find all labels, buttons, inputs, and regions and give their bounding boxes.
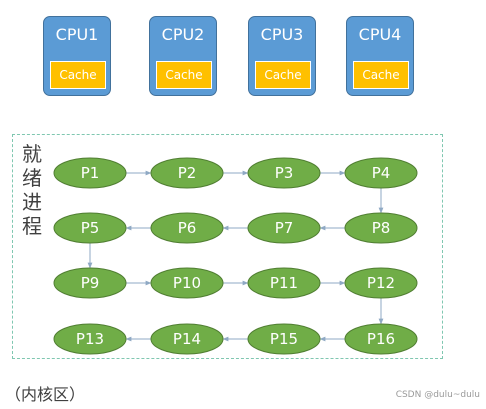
process-label: P16 <box>367 330 395 348</box>
process-ellipse <box>247 267 321 299</box>
arrows-layer <box>87 170 384 342</box>
cpu-4: CPU4 Cache <box>346 16 414 96</box>
cpu-label: CPU4 <box>358 25 402 44</box>
ready-process-label: 就 绪 进 程 <box>22 142 44 238</box>
process-label: P8 <box>372 219 391 237</box>
cpu-label: CPU2 <box>161 25 205 44</box>
process-label: P1 <box>81 164 100 182</box>
process-label: P11 <box>270 274 298 292</box>
process-node: P7 <box>247 212 321 244</box>
cache-block: Cache <box>255 61 311 89</box>
ready-label-char: 程 <box>22 214 42 238</box>
process-ellipse <box>247 212 321 244</box>
process-node: P12 <box>344 267 418 299</box>
cache-block: Cache <box>353 61 409 89</box>
process-node: P10 <box>150 267 224 299</box>
process-node: P11 <box>247 267 321 299</box>
process-node: P13 <box>53 323 127 355</box>
cpu-label: CPU3 <box>260 25 304 44</box>
process-node: P9 <box>53 267 127 299</box>
process-node: P16 <box>344 323 418 355</box>
cpu-2: CPU2 Cache <box>149 16 217 96</box>
cache-block: Cache <box>156 61 212 89</box>
process-ellipse <box>53 157 127 189</box>
ready-label-char: 就 <box>22 142 42 166</box>
ready-process-region <box>12 134 443 359</box>
process-ellipse <box>150 157 224 189</box>
process-label: P9 <box>81 274 100 292</box>
watermark: CSDN @dulu~dulu <box>395 390 480 400</box>
process-ellipse <box>150 267 224 299</box>
process-node: P2 <box>150 157 224 189</box>
cpu-3: CPU3 Cache <box>248 16 316 96</box>
process-label: P12 <box>367 274 395 292</box>
process-label: P7 <box>275 219 294 237</box>
ready-label-char: 进 <box>22 190 42 214</box>
process-ellipse <box>150 323 224 355</box>
ready-label-char: 绪 <box>22 166 42 190</box>
process-ellipse <box>53 267 127 299</box>
process-label: P4 <box>372 164 391 182</box>
kernel-area-label: （内核区） <box>5 385 86 404</box>
cpu-1: CPU1 Cache <box>43 16 111 96</box>
process-label: P3 <box>275 164 294 182</box>
process-node: P15 <box>247 323 321 355</box>
process-ellipse <box>247 157 321 189</box>
process-node: P6 <box>150 212 224 244</box>
process-label: P15 <box>270 330 298 348</box>
process-label: P2 <box>178 164 197 182</box>
process-label: P14 <box>173 330 201 348</box>
process-node: P5 <box>53 212 127 244</box>
process-node: P1 <box>53 157 127 189</box>
process-label: P10 <box>173 274 201 292</box>
process-node: P4 <box>344 157 418 189</box>
cache-block: Cache <box>50 61 106 89</box>
process-ellipse <box>344 267 418 299</box>
process-ellipse <box>344 323 418 355</box>
process-label: P5 <box>81 219 100 237</box>
process-node: P14 <box>150 323 224 355</box>
process-ellipse <box>150 212 224 244</box>
process-ellipse <box>53 323 127 355</box>
process-node: P8 <box>344 212 418 244</box>
process-ellipse <box>344 212 418 244</box>
process-label: P13 <box>76 330 104 348</box>
cpu-label: CPU1 <box>55 25 99 44</box>
process-node: P3 <box>247 157 321 189</box>
process-ellipse <box>344 157 418 189</box>
process-label: P6 <box>178 219 197 237</box>
process-ellipse <box>247 323 321 355</box>
process-ellipse <box>53 212 127 244</box>
